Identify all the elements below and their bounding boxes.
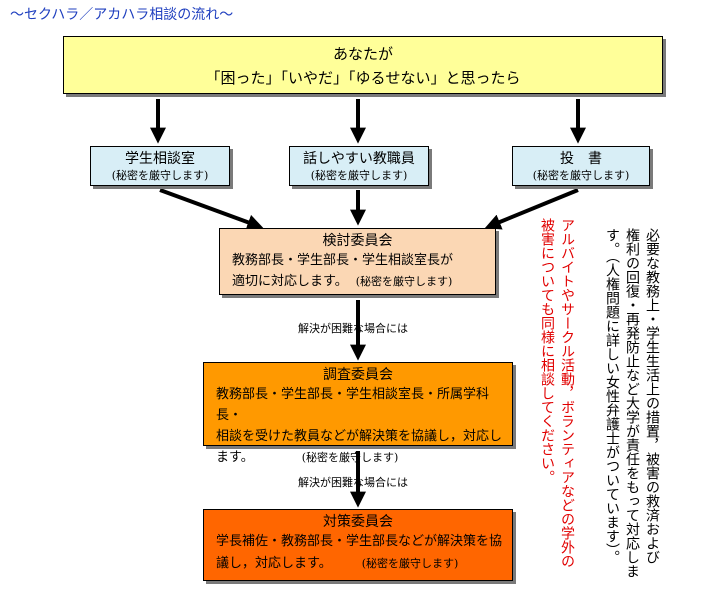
investigation-note: (秘密を厳守します) (301, 451, 399, 464)
review-body: 教務部長・学生部長・学生相談室長が 適切に対応します。 (秘密を厳守します) (220, 250, 495, 292)
countermeasure-line-2-text: 議し，対応します。 (216, 556, 332, 571)
investigation-line-1: 教務部長・学生部長・学生相談室長・所属学科長・ (216, 387, 490, 423)
channel-letter: 投 書 (秘密を厳守します) (512, 146, 650, 186)
investigation-body: 教務部長・学生部長・学生相談室長・所属学科長・ 相談を受けた教員などが解決策を協… (204, 384, 512, 468)
arrow-student-to-review (159, 188, 264, 230)
channel-staff: 話しやすい教職員 (秘密を厳守します) (289, 146, 429, 186)
investigation-committee-box: 調査委員会 教務部長・学生部長・学生相談室長・所属学科長・ 相談を受けた教員など… (203, 362, 513, 465)
channel-label: 投 書 (560, 151, 602, 167)
red-note-line-2: 被害についても同様に相談してください。 (539, 218, 555, 484)
trigger-line-1: あなたが (332, 45, 393, 63)
countermeasure-line-1: 学長補佐・教務部長・学生部長などが解決策を協 (216, 534, 503, 549)
side-note-line-2: 権利の回復・再発防止など大学が責任をもって対応しま (624, 228, 640, 578)
channel-student-counseling: 学生相談室 (秘密を厳守します) (90, 146, 230, 186)
review-committee-box: 検討委員会 教務部長・学生部長・学生相談室長が 適切に対応します。 (秘密を厳守し… (219, 228, 496, 295)
investigation-line-3: ます。 (秘密を厳守します) (216, 447, 512, 468)
trigger-box: あなたが 「困った」「いやだ」「ゆるせない」と思ったら (63, 36, 663, 94)
escalation-label-2: 解決が困難な場合には (298, 476, 408, 489)
channel-label: 学生相談室 (125, 151, 195, 167)
countermeasure-line-2: 議し，対応します。 (秘密を厳守します) (216, 553, 512, 575)
channel-label: 話しやすい教職員 (303, 151, 415, 167)
investigation-line-3-text: ます。 (216, 450, 254, 465)
countermeasure-body: 学長補佐・教務部長・学生部長などが解決策を協 議し，対応します。 (秘密を厳守しま… (204, 531, 512, 575)
trigger-line-2: 「困った」「いやだ」「ゆるせない」と思ったら (205, 69, 521, 87)
channel-note: (秘密を厳守します) (111, 169, 209, 182)
side-note-line-1: 必要な教務上・学生生活上の措置，被害の救済および (644, 228, 660, 564)
page-title: ～セクハラ／アカハラ相談の流れ～ (10, 7, 234, 23)
review-line-2-text: 適切に対応します。 (232, 274, 348, 289)
escalation-label-1: 解決が困難な場合には (298, 322, 408, 335)
review-line-1: 教務部長・学生部長・学生相談室長が (232, 253, 454, 268)
investigation-title: 調査委員会 (323, 367, 393, 383)
review-title: 検討委員会 (322, 233, 393, 249)
channel-note: (秘密を厳守します) (310, 169, 408, 182)
red-note-line-1: アルバイトやサークル活動，ボランティアなどの学外の (559, 218, 575, 568)
university-response-note: 必要な教務上・学生生活上の措置，被害の救済および権利の回復・再発防止など大学が責… (602, 228, 662, 588)
countermeasure-committee-box: 対策委員会 学長補佐・教務部長・学生部長などが解決策を協 議し，対応します。 (秘… (203, 509, 513, 581)
countermeasure-note: (秘密を厳守します) (361, 557, 459, 570)
arrow-letter-to-review (484, 188, 579, 230)
review-line-2: 適切に対応します。 (秘密を厳守します) (232, 271, 495, 292)
review-note: (秘密を厳守します) (355, 275, 453, 288)
investigation-line-2: 相談を受けた教員などが解決策を協議し，対応し (216, 429, 503, 444)
channel-note: (秘密を厳守します) (532, 169, 630, 182)
side-note-line-3: す。（人権問題に詳しい女性弁護士がついています）。 (604, 228, 620, 564)
off-campus-note: アルバイトやサークル活動，ボランティアなどの学外の被害についても同様に相談してく… (537, 218, 577, 588)
countermeasure-title: 対策委員会 (323, 514, 393, 530)
